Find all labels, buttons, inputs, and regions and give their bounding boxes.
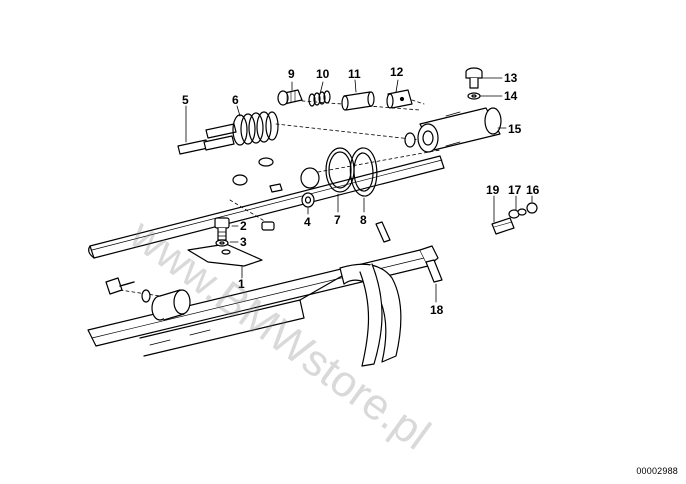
callout-10: 10 <box>316 67 330 81</box>
callout-14: 14 <box>504 89 518 103</box>
part-4-bushing <box>301 192 315 208</box>
callout-labels: 1 2 3 4 5 6 7 8 9 10 11 12 13 14 15 16 1… <box>182 65 540 317</box>
callout-16: 16 <box>526 183 540 197</box>
part-15-coupling <box>404 107 502 153</box>
part-16-ball <box>526 202 538 214</box>
callout-19: 19 <box>486 183 500 197</box>
part-5-pins <box>177 123 237 155</box>
part-11-sleeve <box>341 91 375 111</box>
left-washer <box>141 289 151 303</box>
part-12-detent <box>386 89 425 109</box>
callout-7: 7 <box>334 213 341 227</box>
callout-2: 2 <box>240 219 247 233</box>
callout-12: 12 <box>390 65 404 79</box>
leader-lines <box>185 77 533 303</box>
part-18-roll-pin <box>425 259 443 283</box>
callout-8: 8 <box>360 213 367 227</box>
callout-9: 9 <box>288 67 295 81</box>
part-8-circlip <box>349 147 378 197</box>
callout-5: 5 <box>182 93 189 107</box>
callout-4: 4 <box>304 215 311 229</box>
part-13-bolt <box>465 67 483 89</box>
part-2-screw <box>214 217 230 241</box>
callout-18: 18 <box>430 303 444 317</box>
drawing-number: 00002988 <box>636 466 678 476</box>
part-9-plug <box>277 89 303 106</box>
part-19-pin <box>491 217 515 235</box>
callout-17: 17 <box>508 183 522 197</box>
callout-3: 3 <box>240 235 247 249</box>
callout-11: 11 <box>348 67 361 81</box>
left-bushing <box>151 289 191 321</box>
part-3-washer <box>215 239 229 247</box>
part-14-washer <box>467 92 481 100</box>
part-17-spring <box>508 208 527 219</box>
left-bolt <box>105 277 135 295</box>
callout-1: 1 <box>238 277 245 291</box>
part-6-spring <box>232 111 279 146</box>
callout-6: 6 <box>232 93 239 107</box>
roll-pin-upper <box>375 221 391 243</box>
part-10-spring <box>308 90 331 107</box>
shift-fork <box>299 263 402 367</box>
callout-15: 15 <box>508 122 522 136</box>
assembly-guide-lines <box>119 99 441 297</box>
rollers <box>232 157 320 231</box>
callout-13: 13 <box>504 71 518 85</box>
